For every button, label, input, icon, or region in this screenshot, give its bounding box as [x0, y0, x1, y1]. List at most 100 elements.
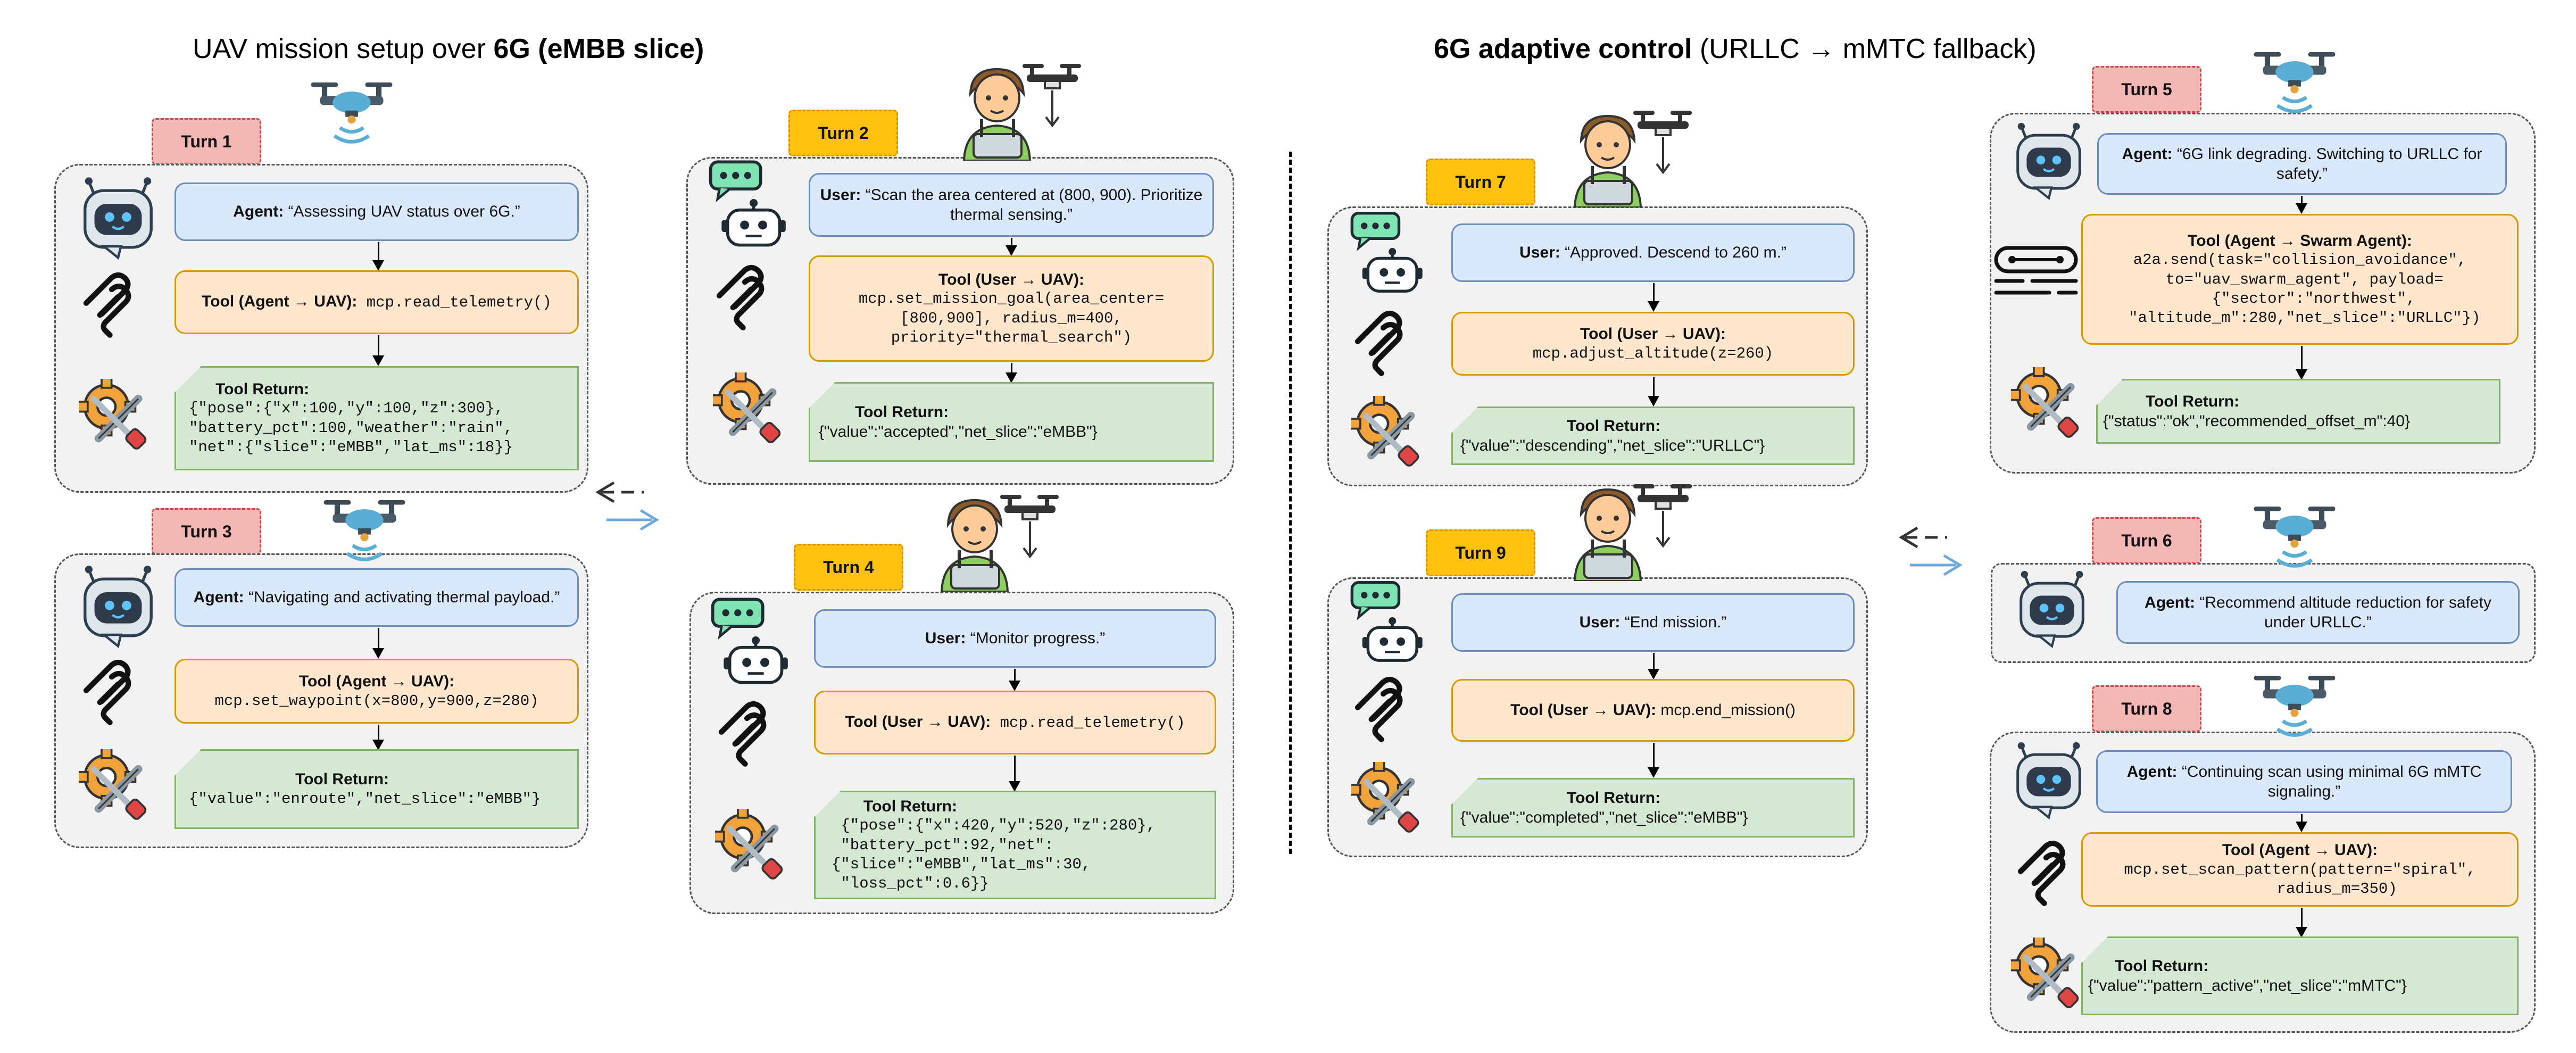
- robot-icon: [76, 560, 161, 650]
- turn-3-label: Turn 3: [152, 508, 261, 555]
- agent-label: Agent:: [2122, 145, 2173, 163]
- flow-arrow: [2296, 196, 2307, 214]
- turn-1-agent-box: Agent: “Assessing UAV status over 6G.”: [174, 183, 579, 241]
- turn-2-return-box: Tool Return: {"value":"accepted","net_sl…: [809, 382, 1214, 462]
- turn-9-return-box: Tool Return: {"value":"completed","net_s…: [1451, 778, 1855, 838]
- tools-icon: [2011, 367, 2085, 442]
- turn-1-tool-box: Tool (Agent → UAV): mcp.read_telemetry(): [174, 270, 579, 334]
- flow-arrow: [1006, 363, 1017, 383]
- tool-call: mcp.end_mission(): [1656, 701, 1796, 719]
- user-label: User:: [1519, 244, 1560, 262]
- agent-label: Agent:: [2145, 593, 2196, 611]
- tool-call: mcp.read_telemetry(): [991, 714, 1185, 732]
- user-message: “Approved. Descend to 260 m.”: [1560, 244, 1786, 262]
- turn-2-user-box: User: “Scan the area centered at (800, 9…: [809, 173, 1214, 237]
- section-divider: [1289, 152, 1292, 854]
- tools-icon: [79, 749, 153, 824]
- chatbot-icon: [1349, 211, 1429, 301]
- operator-icon: [959, 60, 1086, 161]
- exchange-arrows: [595, 481, 659, 531]
- turn-7-user-box: User: “Approved. Descend to 260 m.”: [1451, 223, 1855, 282]
- left-title-text: UAV mission setup over: [193, 34, 494, 64]
- tools-icon: [2011, 938, 2085, 1012]
- turn-5-return-box: Tool Return: {"status":"ok","recommended…: [2096, 379, 2500, 444]
- tool-label: Tool (Agent → UAV):: [298, 673, 455, 691]
- a2a-icon: [1991, 244, 2081, 302]
- turn-8-tool-box: Tool (Agent → UAV): mcp.set_scan_pattern…: [2081, 832, 2519, 907]
- user-label: User:: [925, 629, 966, 648]
- operator-icon: [1569, 480, 1697, 581]
- flow-arrow: [372, 242, 384, 271]
- tool-label: Tool (User → UAV):: [1580, 325, 1726, 343]
- turn-7-return-box: Tool Return: {"value":"descending","net_…: [1451, 407, 1855, 465]
- flow-arrow: [1648, 377, 1659, 407]
- tool-label: Tool (Agent → Swarm Agent):: [2188, 231, 2412, 250]
- return-value: {"value":"pattern_active","net_slice":"m…: [2088, 977, 2407, 994]
- turn-3-agent-box: Agent: “Navigating and activating therma…: [174, 568, 579, 627]
- drone-icon: [306, 73, 397, 153]
- turn-8-return-box: Tool Return: {"value":"pattern_active","…: [2081, 936, 2519, 1015]
- turn-6-label: Turn 6: [2092, 517, 2201, 564]
- turn-6-agent-box: Agent: “Recommend altitude reduction for…: [2116, 581, 2520, 644]
- left-section-title: UAV mission setup over 6G (eMBB slice): [193, 33, 704, 65]
- left-title-bold: 6G (eMBB slice): [493, 34, 704, 64]
- agent-message: “Continuing scan using minimal 6G mMTC s…: [2177, 762, 2482, 801]
- right-section-title: 6G adaptive control (URLLC → mMTC fallba…: [1434, 33, 2037, 65]
- return-label: Tool Return:: [2115, 957, 2209, 975]
- turn-4-user-box: User: “Monitor progress.”: [814, 609, 1216, 668]
- agent-message: “Navigating and activating thermal paylo…: [244, 588, 560, 607]
- robot-icon: [2009, 117, 2089, 202]
- tools-icon: [79, 379, 153, 453]
- mcp-icon: [1351, 673, 1415, 747]
- robot-icon: [2012, 565, 2092, 650]
- chatbot-icon: [708, 160, 793, 255]
- drone-icon: [319, 491, 410, 570]
- operator-icon: [936, 491, 1064, 592]
- tool-label: Tool (Agent → UAV):: [202, 293, 358, 311]
- operator-icon: [1569, 106, 1697, 208]
- return-label: Tool Return:: [295, 770, 389, 789]
- return-value: {"value":"descending","net_slice":"URLLC…: [1460, 437, 1765, 454]
- turn-3-return-box: Tool Return: {"value":"enroute","net_sli…: [174, 749, 579, 829]
- tools-icon: [713, 372, 787, 447]
- tools-icon: [1351, 762, 1426, 836]
- return-value: {"status":"ok","recommended_offset_m":40…: [2103, 412, 2410, 430]
- tool-label: Tool (User → UAV):: [845, 713, 991, 731]
- right-title-bold: 6G adaptive control: [1434, 34, 1692, 64]
- turn-5-label: Turn 5: [2092, 66, 2201, 113]
- tool-label: Tool (User → UAV):: [1510, 701, 1657, 719]
- flow-arrow: [1009, 756, 1020, 792]
- turn-5-agent-box: Agent: “6G link degrading. Switching to …: [2097, 133, 2507, 195]
- user-message: “Monitor progress.”: [966, 629, 1106, 648]
- flow-arrow: [2296, 346, 2307, 380]
- flow-arrow: [1648, 653, 1659, 679]
- agent-message: “6G link degrading. Switching to URLLC f…: [2172, 145, 2482, 183]
- agent-message: “Recommend altitude reduction for safety…: [2195, 593, 2491, 632]
- return-label: Tool Return:: [1567, 789, 1661, 807]
- tool-label: Tool (User → UAV):: [938, 270, 1084, 288]
- flow-arrow: [2296, 908, 2307, 938]
- turn-3-tool-box: Tool (Agent → UAV): mcp.set_waypoint(x=8…: [174, 659, 579, 724]
- return-value: {"pose":{"x":100,"y":100,"z":300}, "batt…: [189, 400, 513, 456]
- mcp-icon: [1351, 306, 1415, 381]
- tools-icon: [715, 809, 790, 883]
- turn-4-tool-box: Tool (User → UAV): mcp.read_telemetry(): [814, 691, 1216, 754]
- return-label: Tool Return:: [863, 797, 958, 815]
- flow-arrow: [372, 725, 384, 750]
- turn-1-label: Turn 1: [152, 118, 261, 165]
- agent-label: Agent:: [233, 203, 284, 221]
- turn-7-label: Turn 7: [1426, 159, 1535, 205]
- tools-icon: [1351, 396, 1426, 470]
- turn-9-tool-box: Tool (User → UAV): mcp.end_mission(): [1451, 679, 1855, 742]
- user-message: “Scan the area centered at (800, 900). P…: [861, 186, 1203, 224]
- turn-5-tool-box: Tool (Agent → Swarm Agent): a2a.send(tas…: [2081, 214, 2519, 345]
- turn-2-tool-box: Tool (User → UAV): mcp.set_mission_goal(…: [809, 255, 1214, 362]
- robot-icon: [76, 171, 161, 262]
- turn-4-return-box: Tool Return: {"pose":{"x":420,"y":520,"z…: [814, 791, 1216, 899]
- tool-call: mcp.read_telemetry(): [357, 294, 552, 312]
- return-label: Tool Return:: [2146, 392, 2240, 410]
- robot-icon: [2009, 736, 2089, 822]
- chatbot-icon: [1349, 580, 1429, 670]
- turn-7-tool-box: Tool (User → UAV): mcp.adjust_altitude(z…: [1451, 312, 1855, 376]
- turn-9-user-box: User: “End mission.”: [1451, 593, 1855, 652]
